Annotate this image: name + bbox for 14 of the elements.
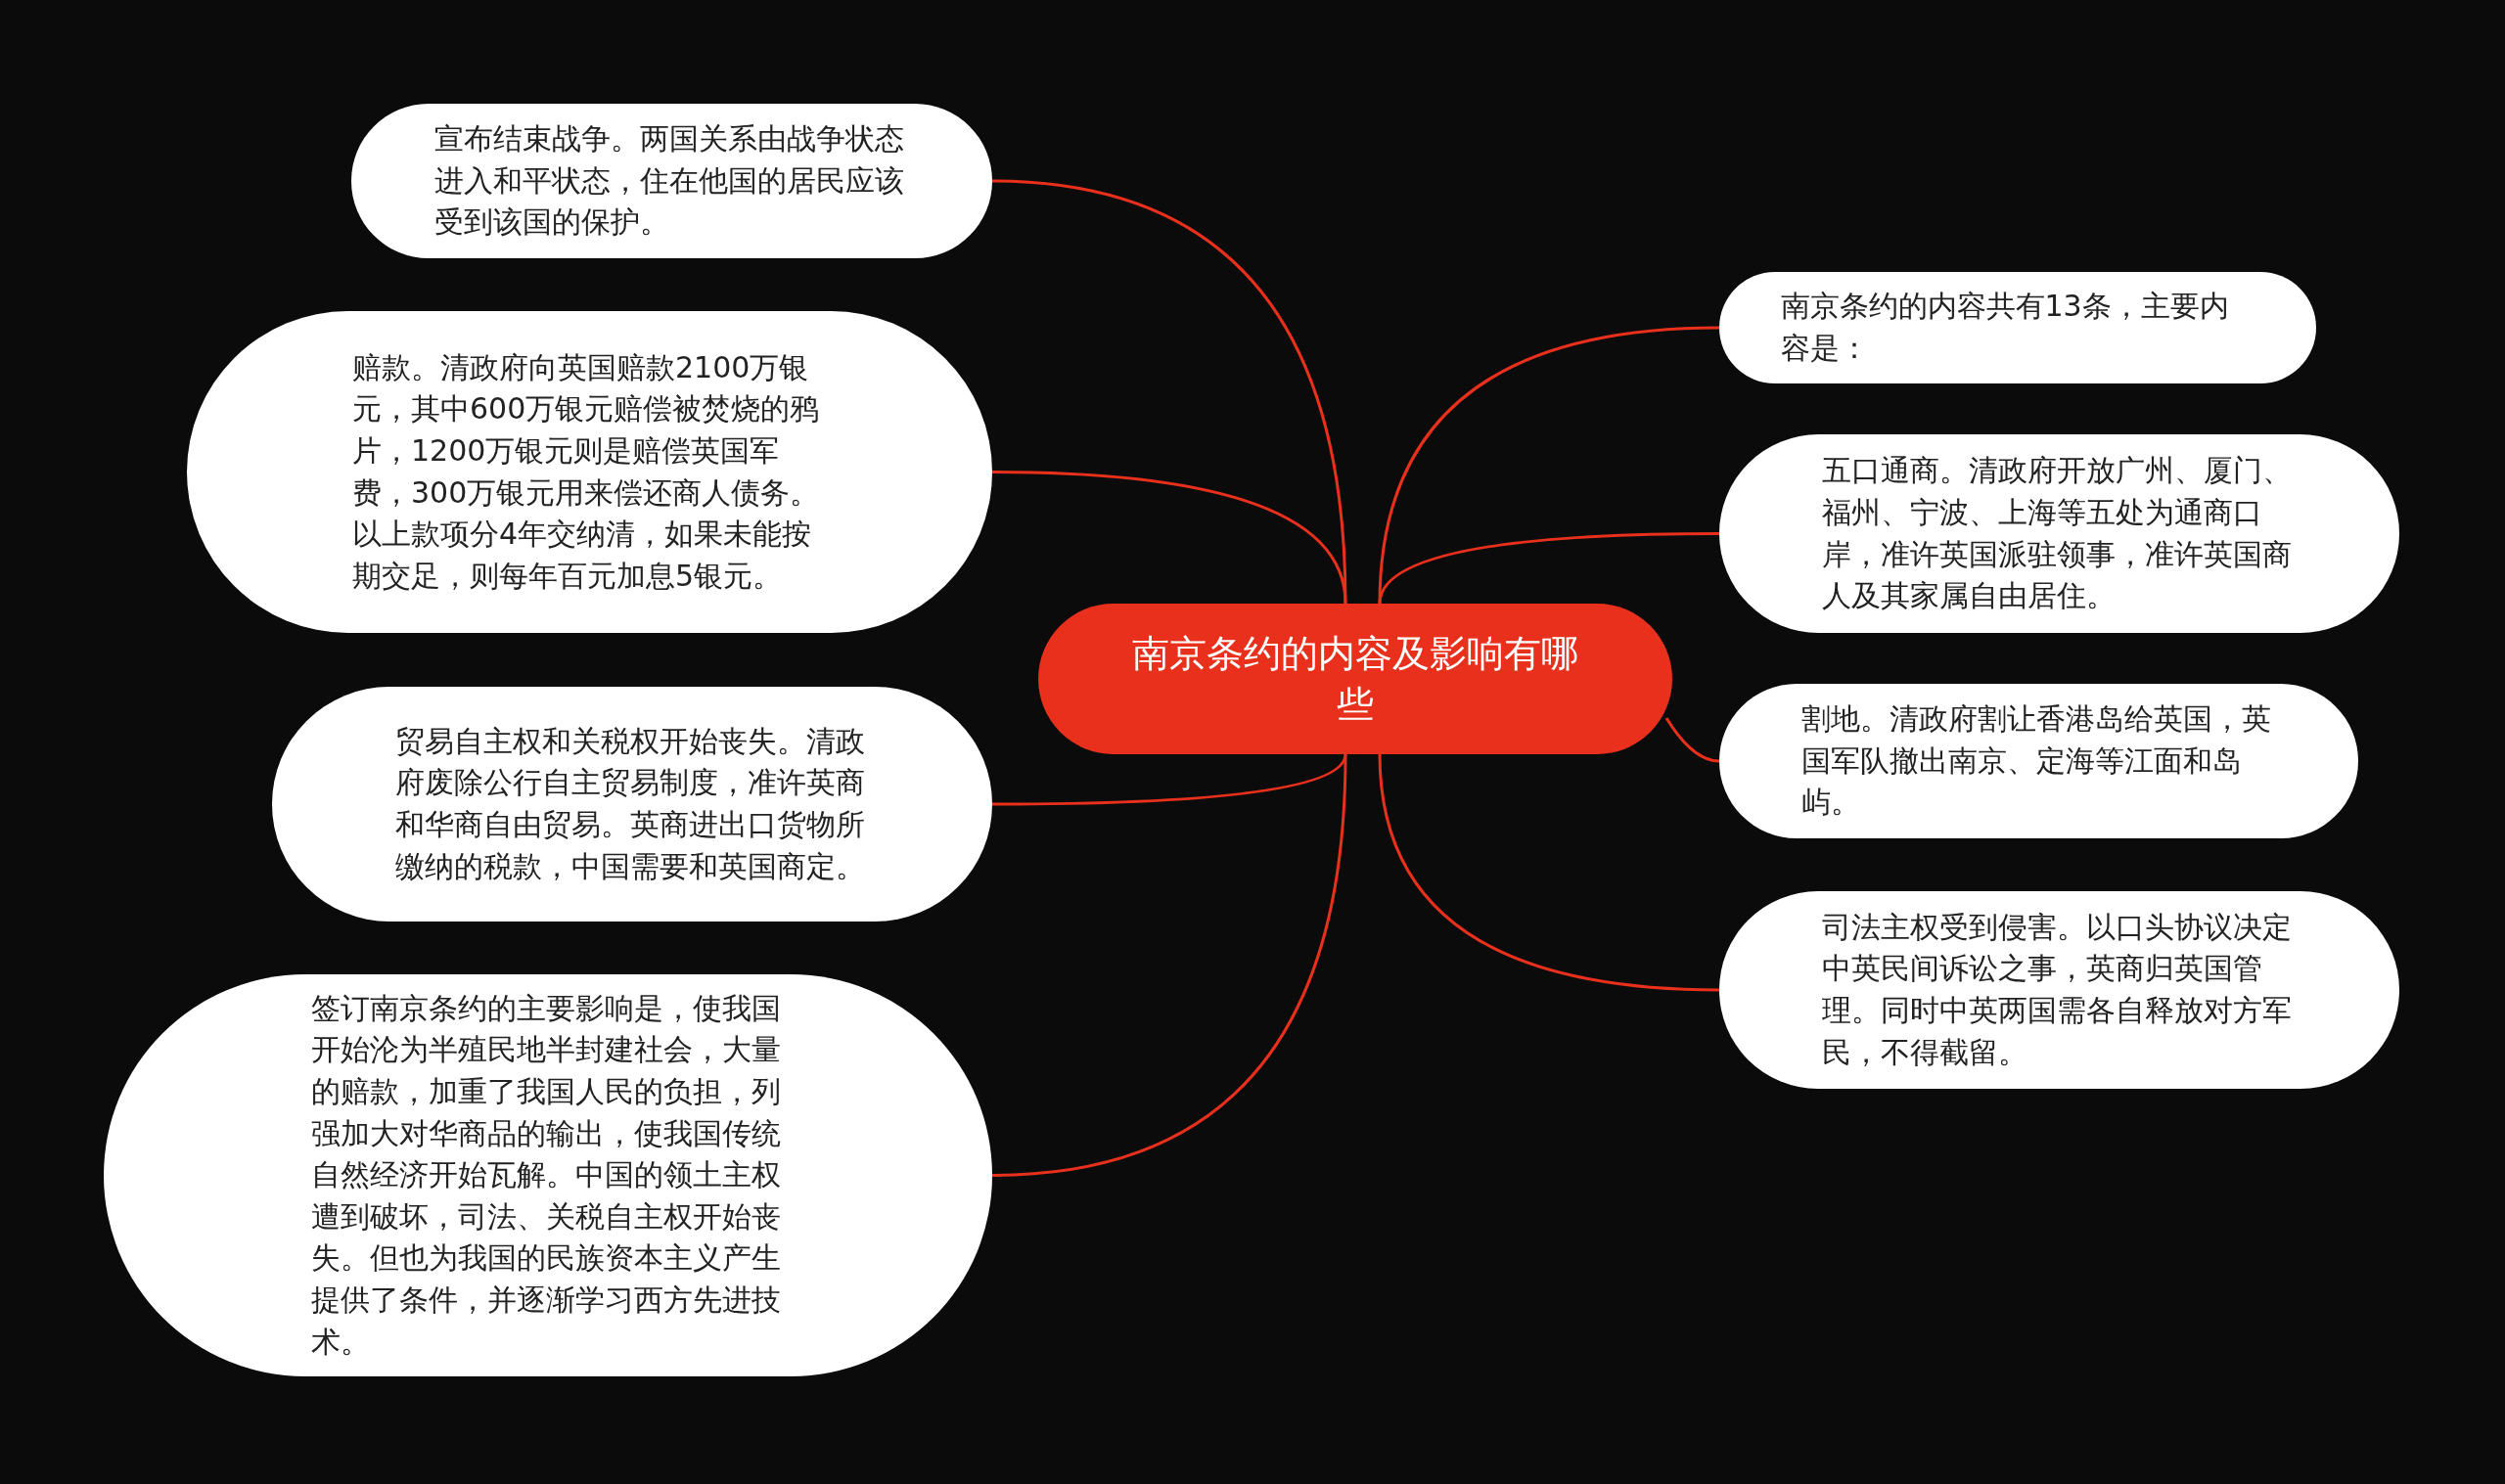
branch-text: 签订南京条约的主要影响是，使我国开始沦为半殖民地半封建社会，大量的赔款，加重了我国人民的负担，列强加大对华商品的输出，使我国传统自然经济开始瓦解。中国的领土主权遭到破坏，司法、关税自主权开始丧失。但也为我国的民族资本主义产生提供了条件，并逐渐学习西方先进技术。 xyxy=(310,989,782,1361)
connector-line xyxy=(1378,532,1719,605)
branch-text: 南京条约的内容共有13条，主要内容是： xyxy=(1780,288,2230,367)
branch-text: 割地。清政府割让香港岛给英国，英国军队撤出南京、定海等江面和岛屿。 xyxy=(1801,700,2272,822)
branch-text: 司法主权受到侵害。以口头协议决定中英民间诉讼之事，英商归英国管理。同时中英两国需各自释放对方军民，不得截留。 xyxy=(1822,908,2293,1071)
branch-text: 五口通商。清政府开放广州、厦门、福州、宁波、上海等五处为通商口岸，准许英国派驻领事，准许英国商人及其家属自由居住。 xyxy=(1822,452,2293,615)
branch-text: 贸易自主权和关税权开始丧失。清政府废除公行自主贸易制度，准许英商和华商自由贸易。英商进出口货物所缴纳的税款，中国需要和英国商定。 xyxy=(394,722,866,885)
branch-text: 赔款。清政府向英国赔款2100万银元，其中600万银元赔偿被焚烧的鸦片，1200万银元则是赔偿英国军费，300万银元用来偿还商人债务。以上款项分4年交纳清，如果未能按期交足，则每年百元加息5银元。 xyxy=(352,348,821,595)
connector-line xyxy=(991,471,1347,605)
connector-line xyxy=(1664,717,1720,763)
connector-line xyxy=(991,753,1347,1177)
branch-text: 宣布结束战争。两国关系由战争状态进入和平状态，住在他国的居民应该受到该国的保护。 xyxy=(434,120,905,242)
topic-title: 南京条约的内容及影响有哪些 xyxy=(1131,630,1579,728)
connector-line xyxy=(1378,753,1720,992)
